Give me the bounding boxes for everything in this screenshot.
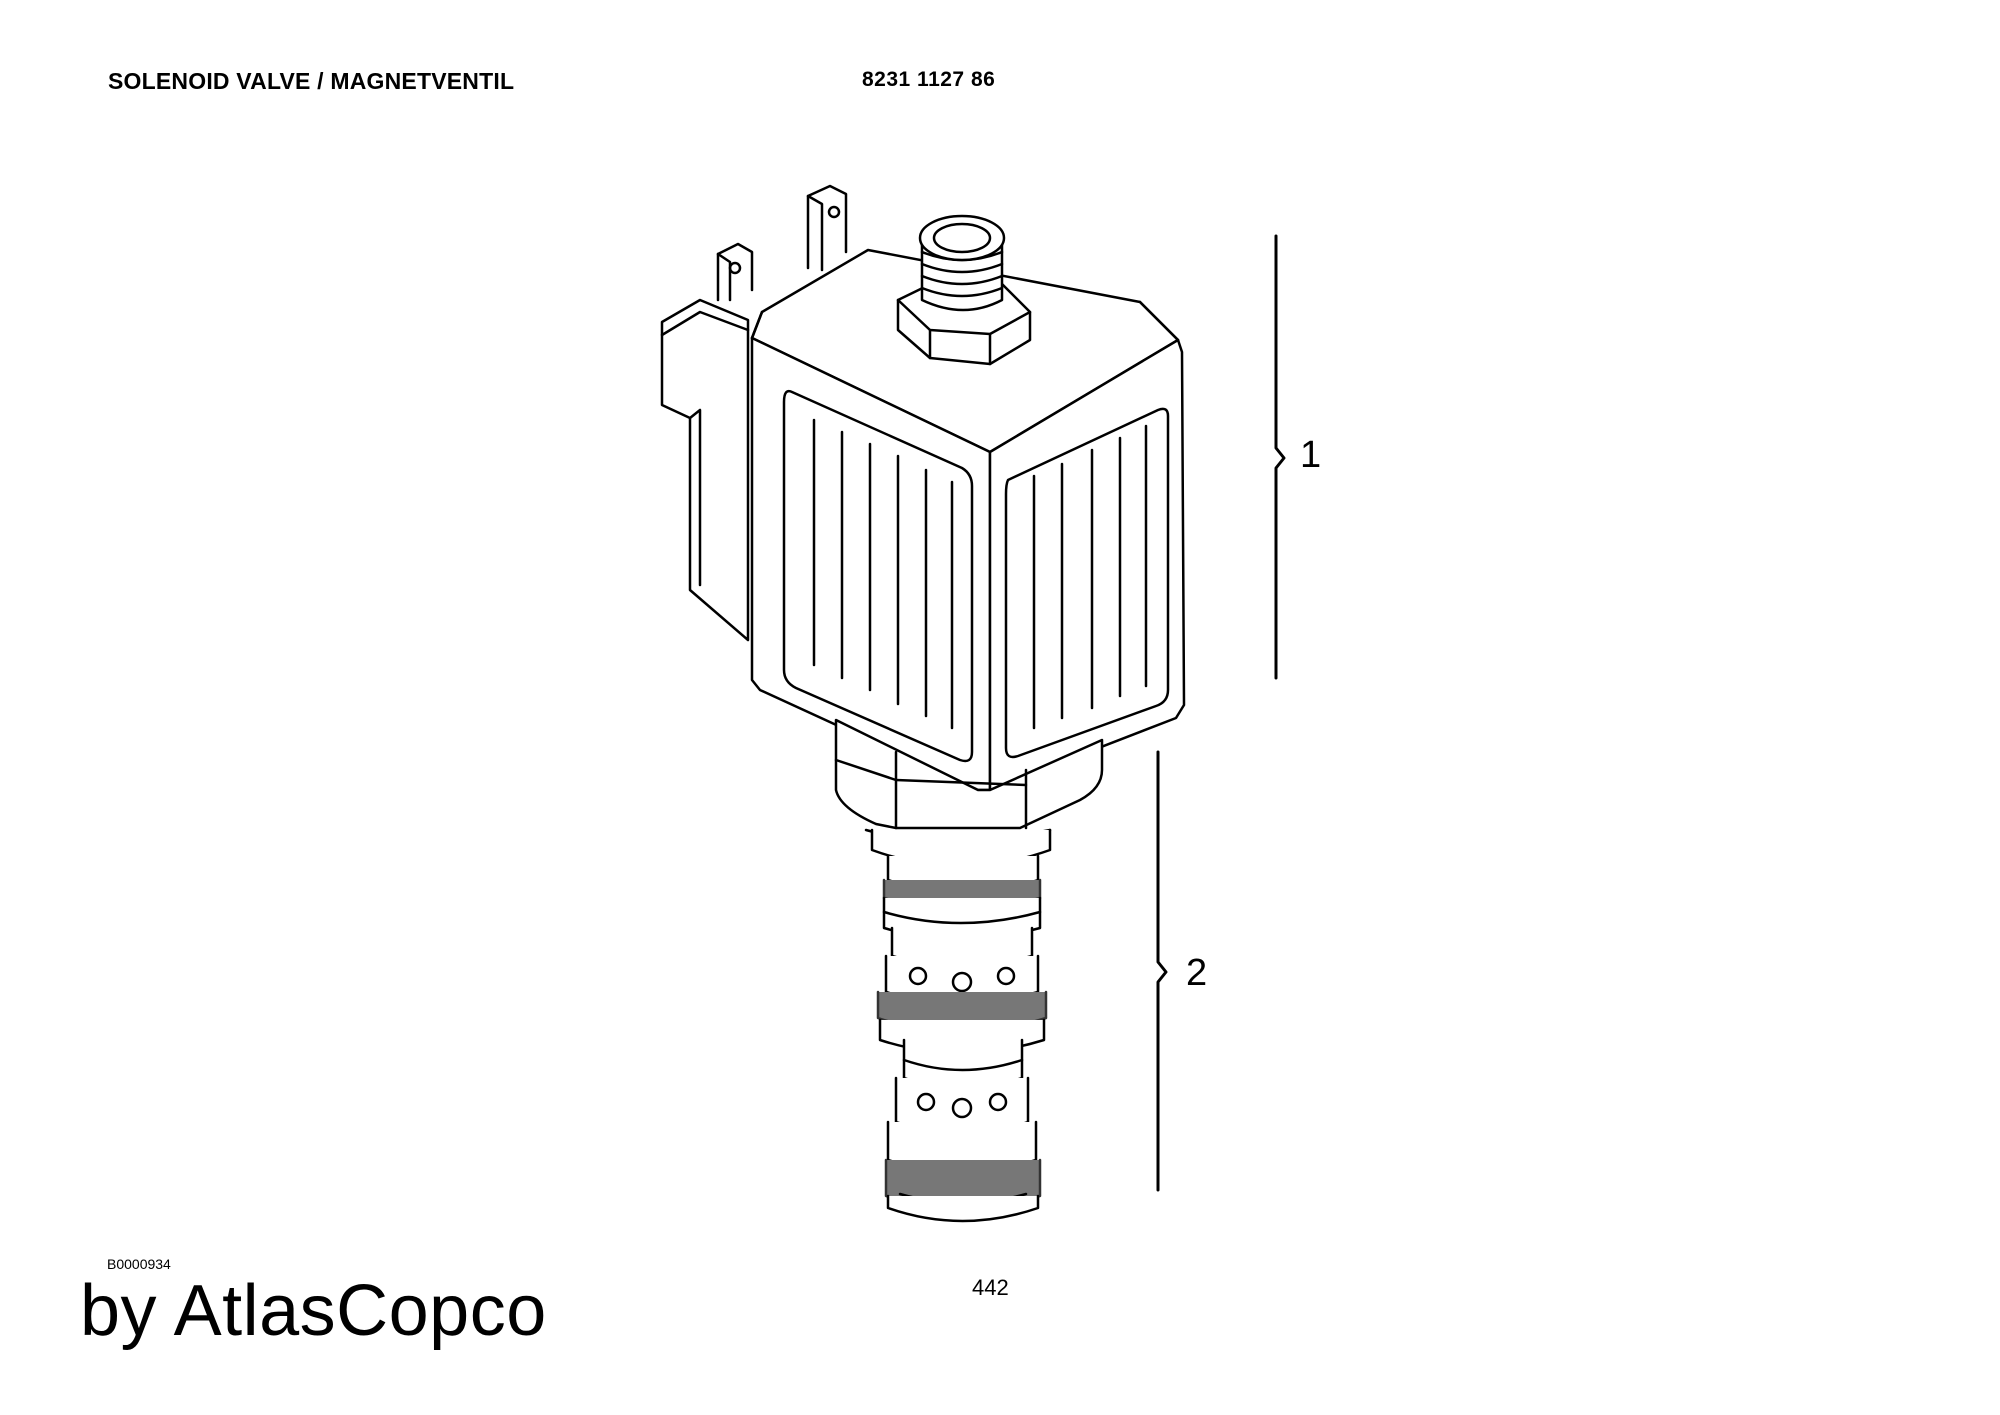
callout-label-1: 1 bbox=[1300, 434, 1322, 476]
page-title: SOLENOID VALVE / MAGNETVENTIL bbox=[108, 68, 515, 94]
callout-bracket-1 bbox=[1274, 234, 1286, 680]
part-number: 8231 1127 86 bbox=[862, 68, 996, 91]
drawing-code: B0000934 bbox=[107, 1256, 171, 1272]
brand-text: by AtlasCopco bbox=[80, 1271, 547, 1351]
page-number: 442 bbox=[972, 1275, 1009, 1300]
callout-bracket-2 bbox=[1156, 750, 1168, 1192]
callout-label-2: 2 bbox=[1186, 952, 1208, 994]
terminal-blades bbox=[716, 184, 848, 302]
top-nut-and-stem bbox=[896, 214, 1032, 366]
valve-cartridge bbox=[870, 828, 1052, 1223]
connector-housing bbox=[660, 298, 750, 642]
